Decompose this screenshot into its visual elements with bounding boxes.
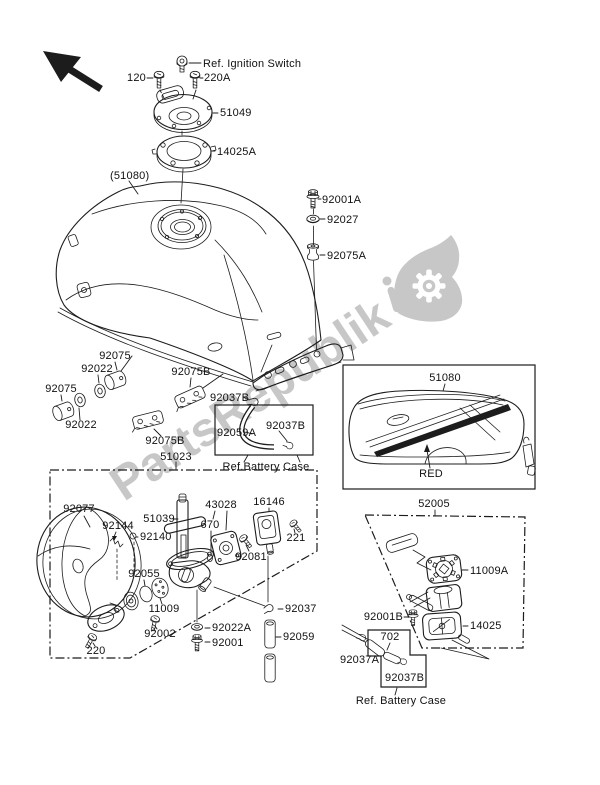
label-bolt-92001a: 92001A xyxy=(322,194,362,206)
washer-92022a-icon xyxy=(191,623,203,631)
rear-mount-bracket xyxy=(252,343,355,392)
label-gasket-11009a: 11009A xyxy=(470,565,509,577)
label-cover-51080: 51080 xyxy=(429,372,461,384)
label-washer-92022-top: 92022 xyxy=(81,363,113,375)
oring-92055-icon xyxy=(139,585,153,603)
label-hose-92059a: 92059A xyxy=(217,427,257,439)
label-screw-220: 220 xyxy=(87,645,106,657)
gear-icon xyxy=(412,269,446,303)
tank-cover-box xyxy=(342,364,536,490)
valve-16146-icon xyxy=(252,510,282,555)
drain-hose-box xyxy=(214,404,314,456)
hose-92059-upper-icon xyxy=(264,619,276,649)
tap-flange-plate xyxy=(87,604,125,632)
clamp-92037-icon xyxy=(262,603,275,614)
gasket-11009a-icon xyxy=(425,554,463,584)
label-hose-702: 702 xyxy=(381,631,400,643)
label-bolt-92001b: 92001B xyxy=(364,611,403,623)
label-bracket-92075b-lower: 92075B xyxy=(145,435,184,447)
oring-670-icon xyxy=(207,554,213,562)
label-frame-51023: 51023 xyxy=(160,451,192,463)
label-screw-92002: 92002 xyxy=(144,628,176,640)
fuel-tank-drawing xyxy=(55,181,355,392)
watermark-dot xyxy=(382,276,392,286)
label-clamp-92037: 92037 xyxy=(285,603,317,615)
diaphragm-43028-icon xyxy=(210,530,242,566)
grommet-92075a-icon xyxy=(307,243,319,261)
cover-side-bracket xyxy=(522,436,536,476)
label-diaphragm-43028: 43028 xyxy=(205,499,237,511)
clamp-92037b-inner-icon xyxy=(282,439,295,452)
tank-left-fittings xyxy=(67,234,92,299)
clamp-92037b-bottom-icon xyxy=(397,656,408,667)
label-fuel-tank-51080: (51080) xyxy=(110,170,149,182)
gasket-11009-icon xyxy=(151,577,169,599)
washer-92027-icon xyxy=(306,214,320,224)
hose-92059-lower-icon xyxy=(264,653,276,683)
label-valve-16146: 16146 xyxy=(253,496,285,508)
bolt-92001-icon xyxy=(191,634,203,652)
label-fuel-cap-51049: 51049 xyxy=(220,107,252,119)
lens-92077-drawing xyxy=(36,506,142,620)
label-cap-gasket-14025a: 14025A xyxy=(217,146,257,158)
label-ring-92140: 92140 xyxy=(140,531,172,543)
tap-cup-icon xyxy=(123,591,139,611)
label-sender-14025: 14025 xyxy=(470,620,502,632)
gauge-bracket-plate xyxy=(385,533,419,553)
label-ref-battery-case-bottom: Ref. Battery Case xyxy=(356,695,446,707)
screw-92081-icon xyxy=(237,532,255,550)
label-bracket-92075b-upper: 92075B xyxy=(171,366,210,378)
label-screw-120: 120 xyxy=(127,72,146,84)
tap-clip xyxy=(109,602,120,613)
hose-702-box xyxy=(367,629,427,688)
washer-92022-top-icon xyxy=(93,382,107,400)
ring-92140-icon xyxy=(129,532,137,540)
ignition-switch-bolt-icon xyxy=(176,55,188,73)
label-hose-92059: 92059 xyxy=(283,631,315,643)
sender-14025-icon xyxy=(421,611,463,641)
label-damper-92075-top: 92075 xyxy=(99,350,131,362)
petcock-box xyxy=(49,469,318,659)
tank-vent-tube xyxy=(260,331,282,373)
label-clamp-92037b-inner: 92037B xyxy=(266,420,305,432)
label-oring-670: 670 xyxy=(201,519,220,531)
direction-arrow-icon xyxy=(43,51,103,92)
label-oring-92055: 92055 xyxy=(128,568,160,580)
watermark-text: PartsRepublik xyxy=(101,289,400,512)
label-clamp-92037a: 92037A xyxy=(340,654,380,666)
label-gasket-11009: 11009 xyxy=(149,603,180,615)
label-clamp-92037b-outer: 92037B xyxy=(210,392,249,404)
pump-rod xyxy=(408,594,434,612)
label-damper-92075-left: 92075 xyxy=(45,383,77,395)
screw-220a-icon xyxy=(189,70,201,89)
filler-neck xyxy=(150,204,212,250)
label-screw-221: 221 xyxy=(287,532,306,544)
label-color-red: RED xyxy=(419,468,443,480)
label-washer-92022a: 92022A xyxy=(212,622,252,634)
label-fuel-tap-51039: 51039 xyxy=(143,513,175,525)
label-gauge-52005: 52005 xyxy=(418,498,450,510)
bolt-92001b-icon xyxy=(407,609,419,626)
tank-cover-drawing xyxy=(348,389,525,465)
fuel-pump-body xyxy=(425,584,463,612)
fuel-gauge-box xyxy=(364,514,526,649)
label-lens-92077: 92077 xyxy=(63,503,95,515)
label-washer-92027: 92027 xyxy=(327,214,359,226)
fuel-tap-drawing xyxy=(163,493,214,593)
label-ref-battery-case-mid: Ref.Battery Case xyxy=(223,461,310,473)
label-clamp-92037b-bottom: 92037B xyxy=(385,672,424,684)
spring-92144-icon xyxy=(109,537,124,548)
fuel-cap-drawing xyxy=(153,85,213,133)
label-bolt-92001: 92001 xyxy=(212,637,244,649)
label-washer-92022-left: 92022 xyxy=(65,419,97,431)
label-spring-92144: 92144 xyxy=(102,520,134,532)
label-grommet-92075a: 92075A xyxy=(327,250,367,262)
label-ref-ignition-switch: Ref. Ignition Switch xyxy=(203,58,301,70)
label-screw-92081: 92081 xyxy=(235,551,267,563)
screw-120-icon xyxy=(153,70,165,89)
label-screw-220a: 220A xyxy=(204,72,231,84)
cap-gasket-drawing xyxy=(151,135,217,173)
bolt-92001a-icon xyxy=(306,189,320,209)
